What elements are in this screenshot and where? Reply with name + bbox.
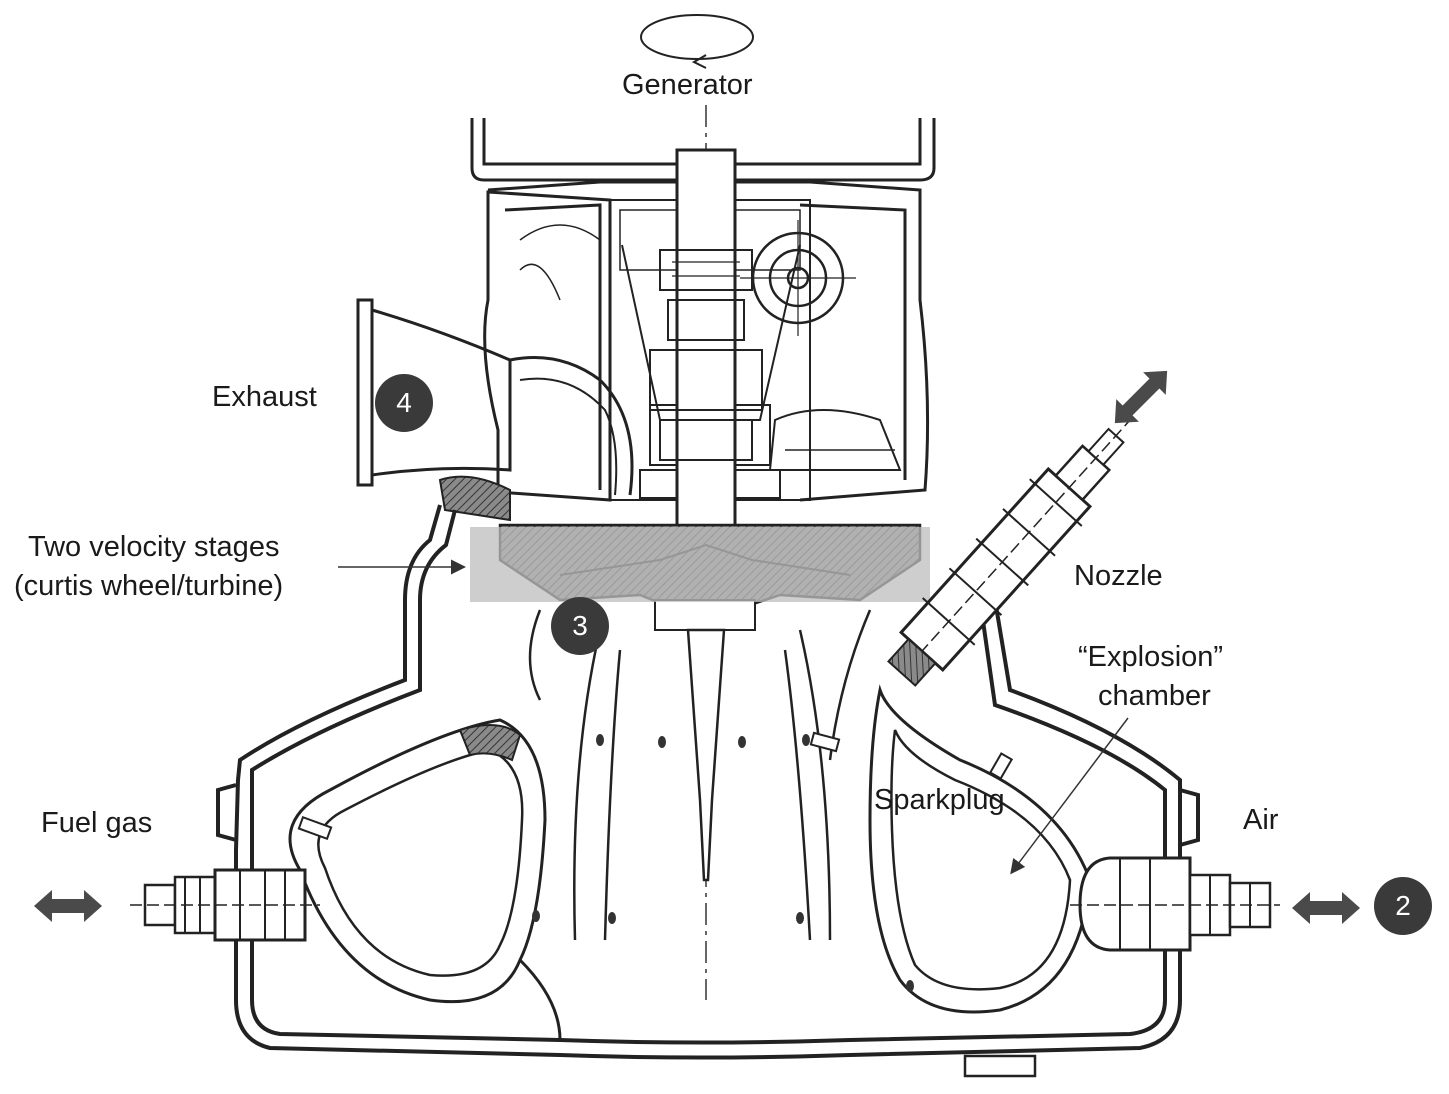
rotation-arrow-icon bbox=[640, 14, 754, 69]
main-shaft bbox=[649, 148, 763, 532]
state-badge-3: 3 bbox=[551, 597, 609, 655]
label-sparkplug: Sparkplug bbox=[874, 784, 1005, 816]
left-explosion-chamber bbox=[288, 718, 562, 1041]
upper-housing bbox=[483, 180, 930, 502]
label-exhaust: Exhaust bbox=[212, 381, 317, 413]
double-arrow-air-icon bbox=[1292, 892, 1360, 924]
label-explosion-2: chamber bbox=[1098, 680, 1211, 712]
label-air: Air bbox=[1243, 804, 1279, 836]
fuel-gas-valve bbox=[130, 868, 320, 942]
base-foot bbox=[963, 1054, 1037, 1078]
label-generator: Generator bbox=[622, 69, 753, 101]
label-velocity-stages-1: Two velocity stages bbox=[28, 531, 280, 563]
state-badge-4: 4 bbox=[375, 374, 433, 432]
label-velocity-stages-2: (curtis wheel/turbine) bbox=[14, 570, 284, 602]
double-arrow-nozzle-icon bbox=[1114, 370, 1168, 424]
sparkplug-icon bbox=[297, 731, 1014, 841]
leader-lines bbox=[338, 559, 1129, 875]
center-cone bbox=[686, 628, 726, 882]
right-explosion-chamber bbox=[868, 684, 1092, 1014]
label-fuel-gas: Fuel gas bbox=[41, 807, 153, 839]
exhaust-duct bbox=[356, 298, 634, 522]
port-holes bbox=[532, 734, 914, 992]
label-explosion-1: “Explosion” bbox=[1078, 641, 1224, 673]
inner-guide-lines bbox=[528, 609, 872, 941]
velocity-stage-highlight bbox=[470, 527, 930, 602]
nozzle-assembly bbox=[887, 420, 1130, 687]
double-arrow-fuel-icon bbox=[34, 890, 102, 922]
lower-casing bbox=[216, 504, 1200, 1060]
air-valve bbox=[1070, 856, 1280, 952]
label-nozzle: Nozzle bbox=[1074, 560, 1163, 592]
governor-gear bbox=[740, 220, 902, 471]
state-badge-2: 2 bbox=[1374, 877, 1432, 935]
